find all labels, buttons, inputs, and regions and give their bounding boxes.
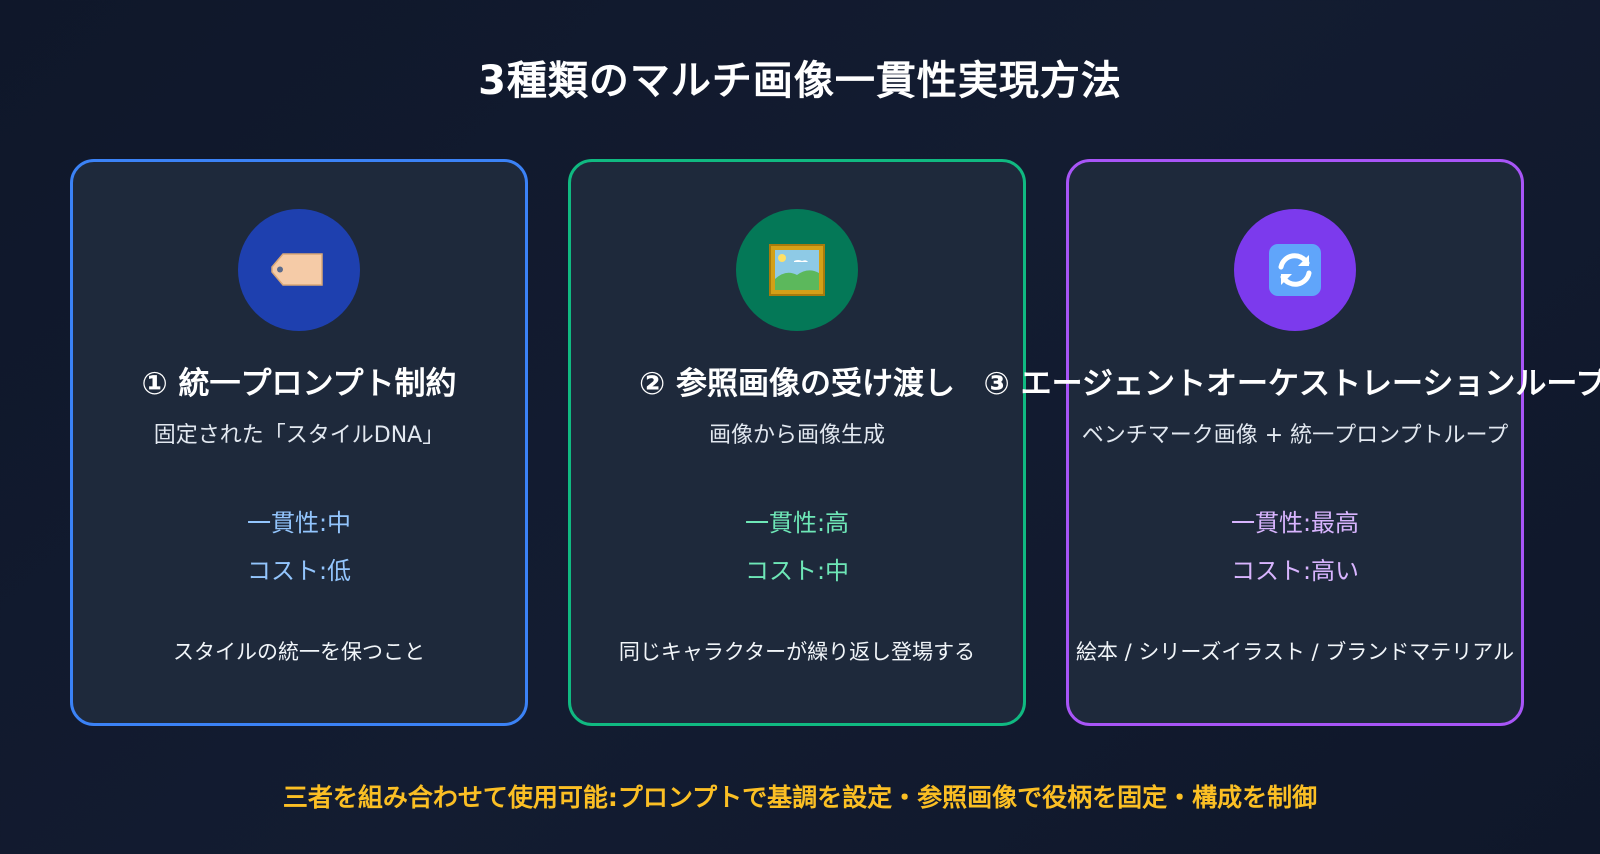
card-subtitle: 画像から画像生成 (708, 423, 885, 448)
card-subtitle: 固定された「スタイルDNA」 (153, 423, 445, 448)
page-title: 3種類のマルチ画像一貫性実現方法 (478, 58, 1122, 104)
method-card-reference-image: ② 参照画像の受け渡し 画像から画像生成 一貫性:高 コスト:中 同じキャラクタ… (568, 159, 1026, 726)
framed-picture-icon (769, 244, 825, 296)
consistency-level: 一貫性:中 (246, 509, 352, 537)
refresh-arrows-icon (1269, 244, 1321, 296)
footer-note: 三者を組み合わせて使用可能:プロンプトで基調を設定・参照画像で役柄を固定・構成を… (282, 783, 1318, 812)
use-case: 同じキャラクターが繰り返し登場する (618, 640, 976, 664)
consistency-level: 一貫性:高 (744, 509, 850, 537)
method-card-unified-prompt: ① 統一プロンプト制約 固定された「スタイルDNA」 一貫性:中 コスト:低 ス… (70, 159, 528, 726)
icon-circle (736, 209, 858, 331)
use-case: 絵本 / シリーズイラスト / ブランドマテリアル (1075, 640, 1515, 664)
use-case: スタイルの統一を保つこと (173, 640, 425, 664)
card-title: ③ エージェントオーケストレーションループ (983, 366, 1600, 402)
icon-circle (1234, 209, 1356, 331)
cost-level: コスト:高い (1230, 557, 1360, 585)
card-subtitle: ベンチマーク画像 + 統一プロンプトループ (1081, 423, 1509, 448)
cost-level: コスト:低 (246, 557, 352, 585)
icon-circle (238, 209, 360, 331)
cost-level: コスト:中 (744, 557, 850, 585)
card-title: ① 統一プロンプト制約 (141, 366, 457, 402)
method-card-agent-loop: ③ エージェントオーケストレーションループ ベンチマーク画像 + 統一プロンプト… (984, 159, 1600, 726)
card-title: ② 参照画像の受け渡し (638, 366, 956, 402)
consistency-level: 一貫性:最高 (1230, 509, 1360, 537)
label-tag-icon (271, 253, 323, 286)
